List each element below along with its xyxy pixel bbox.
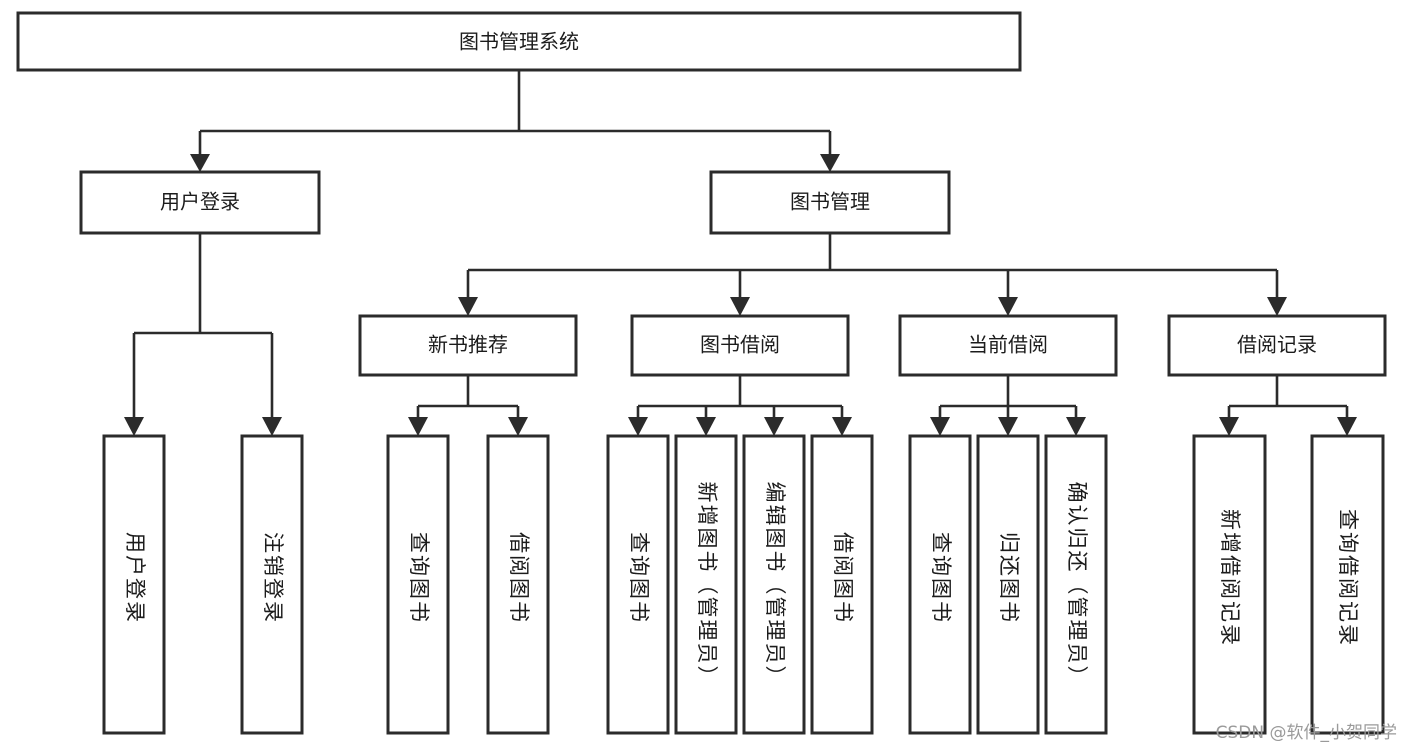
leaf-label-book-borrow-0: 查询图书	[627, 532, 651, 624]
leaf-box-borrow-record-1[interactable]	[1310, 434, 1385, 735]
leaf-node[interactable]: 新增图书（管理员）	[674, 434, 738, 735]
connector-book-borrow-to-leaves	[628, 375, 852, 436]
leaf-label-user-login-0: 用户登录	[123, 532, 147, 624]
leaf-node[interactable]: 编辑图书（管理员）	[742, 434, 806, 735]
node-book-manage-box[interactable]	[709, 170, 951, 235]
connector-new-book-rec-to-leaves	[408, 375, 528, 436]
leaf-box-book-borrow-2[interactable]	[742, 434, 806, 735]
leaf-box-user-login-0[interactable]	[102, 434, 166, 735]
leaf-node[interactable]: 查询图书	[386, 434, 450, 735]
leaf-label-book-borrow-1: 新增图书（管理员）	[695, 482, 719, 689]
leaf-box-user-login-1[interactable]	[240, 434, 304, 735]
leaf-node[interactable]: 新增借阅记录	[1192, 434, 1267, 735]
leaf-box-current-borrow-2[interactable]	[1044, 434, 1108, 735]
node-book-borrow-box[interactable]	[630, 314, 850, 377]
leaf-box-current-borrow-0[interactable]	[908, 434, 972, 735]
leaf-node[interactable]: 借阅图书	[810, 434, 874, 735]
leaf-box-new-book-rec-1[interactable]	[486, 434, 550, 735]
leaf-node[interactable]: 确认归还（管理员）	[1044, 434, 1108, 735]
leaf-node[interactable]: 查询图书	[908, 434, 972, 735]
node-root[interactable]: 图书管理系统	[16, 11, 1022, 72]
connector-root-to-level1	[190, 70, 840, 172]
node-user-login-box[interactable]	[79, 170, 321, 235]
node-book-manage[interactable]: 图书管理	[709, 170, 951, 235]
node-book-borrow-label: 图书借阅	[700, 333, 780, 357]
connector-layer	[124, 70, 1357, 436]
node-new-book-rec-label: 新书推荐	[428, 333, 508, 357]
node-book-manage-label: 图书管理	[790, 190, 870, 214]
leaf-label-current-borrow-2: 确认归还（管理员）	[1065, 482, 1089, 689]
node-root-label: 图书管理系统	[459, 30, 579, 54]
leaf-box-book-borrow-0[interactable]	[606, 434, 670, 735]
node-new-book-rec-box[interactable]	[358, 314, 578, 377]
connector-book-manage-to-level2	[458, 233, 1287, 316]
node-book-borrow[interactable]: 图书借阅	[630, 314, 850, 377]
leaf-label-current-borrow-1: 归还图书	[997, 532, 1021, 624]
leaf-label-book-borrow-2: 编辑图书（管理员）	[763, 482, 787, 689]
leaf-node[interactable]: 借阅图书	[486, 434, 550, 735]
leaf-label-borrow-record-0: 新增借阅记录	[1218, 509, 1242, 647]
node-current-borrow-box[interactable]	[898, 314, 1118, 377]
leaf-label-borrow-record-1: 查询借阅记录	[1336, 509, 1360, 647]
leaf-label-new-book-rec-1: 借阅图书	[507, 532, 531, 624]
node-new-book-rec[interactable]: 新书推荐	[358, 314, 578, 377]
leaf-box-borrow-record-0[interactable]	[1192, 434, 1267, 735]
node-current-borrow[interactable]: 当前借阅	[898, 314, 1118, 377]
leaf-node[interactable]: 归还图书	[976, 434, 1040, 735]
leaf-node[interactable]: 注销登录	[240, 434, 304, 735]
node-borrow-record[interactable]: 借阅记录	[1167, 314, 1387, 377]
node-root-box[interactable]	[16, 11, 1022, 72]
leaf-box-book-borrow-1[interactable]	[674, 434, 738, 735]
connector-user-login-to-leaves	[124, 233, 282, 436]
leaf-node[interactable]: 查询借阅记录	[1310, 434, 1385, 735]
leaf-box-current-borrow-1[interactable]	[976, 434, 1040, 735]
leaf-label-book-borrow-3: 借阅图书	[831, 532, 855, 624]
connector-current-borrow-to-leaves	[930, 375, 1086, 436]
node-borrow-record-label: 借阅记录	[1237, 333, 1317, 357]
node-user-login[interactable]: 用户登录	[79, 170, 321, 235]
node-current-borrow-label: 当前借阅	[968, 333, 1048, 357]
leaf-label-current-borrow-0: 查询图书	[929, 532, 953, 624]
leaf-label-user-login-1: 注销登录	[261, 532, 285, 624]
csdn-watermark: CSDN @软件_小贺同学	[1215, 723, 1397, 743]
leaf-box-book-borrow-3[interactable]	[810, 434, 874, 735]
node-user-login-label: 用户登录	[160, 190, 240, 214]
leaf-box-new-book-rec-0[interactable]	[386, 434, 450, 735]
leaf-label-new-book-rec-0: 查询图书	[407, 532, 431, 624]
node-borrow-record-box[interactable]	[1167, 314, 1387, 377]
connector-borrow-record-to-leaves	[1219, 375, 1357, 436]
leaf-node[interactable]: 查询图书	[606, 434, 670, 735]
leaf-node[interactable]: 用户登录	[102, 434, 166, 735]
